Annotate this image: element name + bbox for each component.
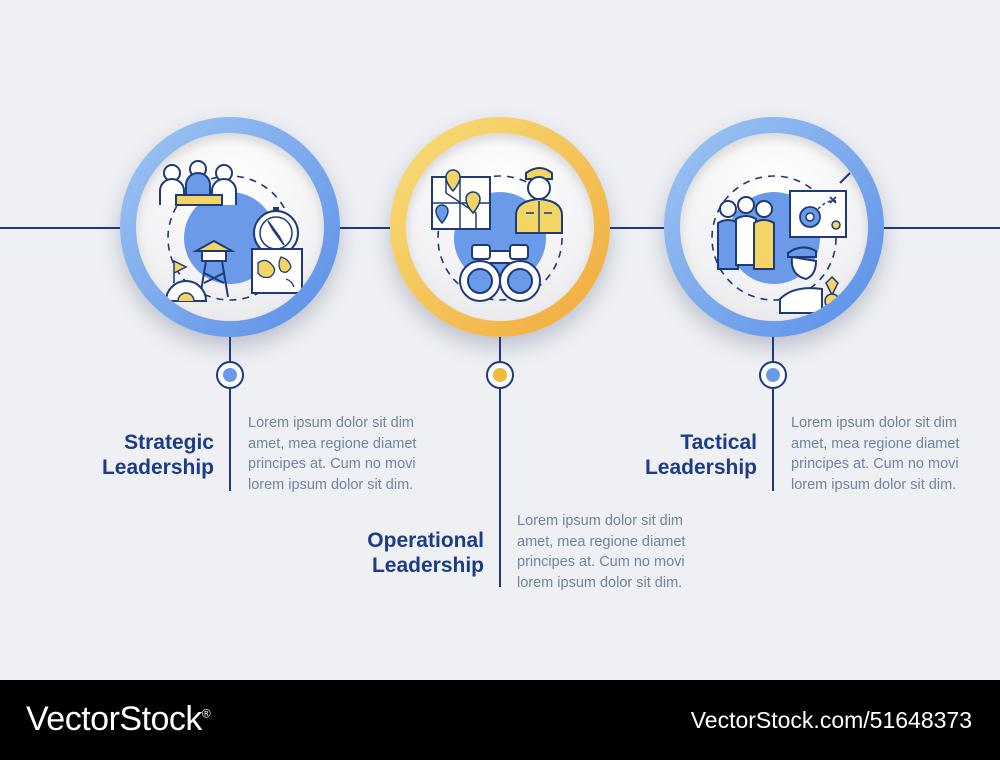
tactical-marker-dot xyxy=(766,368,780,382)
strategic-desc-line2: amet, mea regione diamet xyxy=(248,435,417,452)
soldier-icon xyxy=(515,167,563,234)
tactical-divider xyxy=(772,389,774,491)
tactical-title: Tactical Leadership xyxy=(645,430,757,480)
timeline-line-mid1 xyxy=(338,227,392,229)
strategic-divider xyxy=(229,389,231,491)
tactical-desc-line4: lorem ipsum dolor sit dim. xyxy=(791,476,957,493)
world-map-icon xyxy=(251,248,303,294)
tactical-desc-line3: principes at. Cum no movi xyxy=(791,456,959,472)
binoculars-icon xyxy=(459,244,541,302)
registered-mark: ® xyxy=(201,706,211,721)
operational-title-line1: Operational xyxy=(367,529,484,552)
strategic-stem xyxy=(229,337,231,361)
strategic-marker xyxy=(216,361,244,389)
soldiers-group-icon xyxy=(717,196,775,270)
tactical-marker xyxy=(759,361,787,389)
tactics-board-icon xyxy=(789,172,851,238)
operational-marker-dot xyxy=(493,368,507,382)
map-pins-icon xyxy=(431,169,491,230)
tactical-desc-line2: amet, mea regione diamet xyxy=(791,435,960,452)
timeline-line-mid2 xyxy=(610,227,668,229)
operational-icon-panel xyxy=(406,133,594,321)
tactical-title-line2: Leadership xyxy=(644,456,757,479)
tactical-description: Lorem ipsum dolor sit dim amet, mea regi… xyxy=(791,413,981,495)
tent-camp-icon xyxy=(164,259,208,302)
tactical-desc-line1: Lorem ipsum dolor sit dim xyxy=(791,415,957,431)
strategic-circle xyxy=(120,117,340,337)
tactical-circle xyxy=(664,117,884,337)
operational-desc-line2: amet, mea regione diamet xyxy=(517,533,686,550)
strategic-title-line2: Leadership xyxy=(101,456,214,479)
watermark-footer: VectorStock® VectorStock.com/51648373 xyxy=(0,680,1000,760)
strategic-marker-dot xyxy=(223,368,237,382)
strategic-icon-panel xyxy=(136,133,324,321)
tactical-stem xyxy=(772,337,774,361)
operational-description: Lorem ipsum dolor sit dim amet, mea regi… xyxy=(517,511,707,593)
watchtower-icon xyxy=(192,239,236,298)
timeline-line-right xyxy=(884,227,1000,229)
operational-desc-line3: principes at. Cum no movi xyxy=(517,554,685,570)
strategic-desc-line1: Lorem ipsum dolor sit dim xyxy=(248,415,414,431)
strategic-desc-line3: principes at. Cum no movi xyxy=(248,456,416,472)
operational-marker xyxy=(486,361,514,389)
operational-circle xyxy=(390,117,610,337)
image-credit: VectorStock.com/51648373 xyxy=(690,707,972,733)
strategic-description: Lorem ipsum dolor sit dim amet, mea regi… xyxy=(248,413,438,495)
infographic: Strategic Leadership Lorem ipsum dolor s… xyxy=(0,117,1000,593)
operational-title-line2: Leadership xyxy=(371,554,484,577)
tactical-icon-panel xyxy=(680,133,868,321)
timeline-line-left xyxy=(0,227,120,229)
operational-desc-line1: Lorem ipsum dolor sit dim xyxy=(517,513,683,529)
operational-desc-line4: lorem ipsum dolor sit dim. xyxy=(517,574,683,591)
strategic-title-line1: Strategic xyxy=(124,431,214,454)
tactical-title-line1: Tactical xyxy=(680,431,757,454)
operational-divider xyxy=(499,389,501,587)
operational-title: Operational Leadership xyxy=(367,528,484,578)
strategic-title: Strategic Leadership xyxy=(102,430,214,480)
operational-stem xyxy=(499,337,501,361)
strategic-desc-line4: lorem ipsum dolor sit dim. xyxy=(248,476,414,493)
officer-medal-icon xyxy=(779,246,840,314)
brand-name: VectorStock xyxy=(26,700,202,738)
meeting-team-icon xyxy=(159,160,237,206)
vectorstock-logo[interactable]: VectorStock® xyxy=(26,700,211,739)
